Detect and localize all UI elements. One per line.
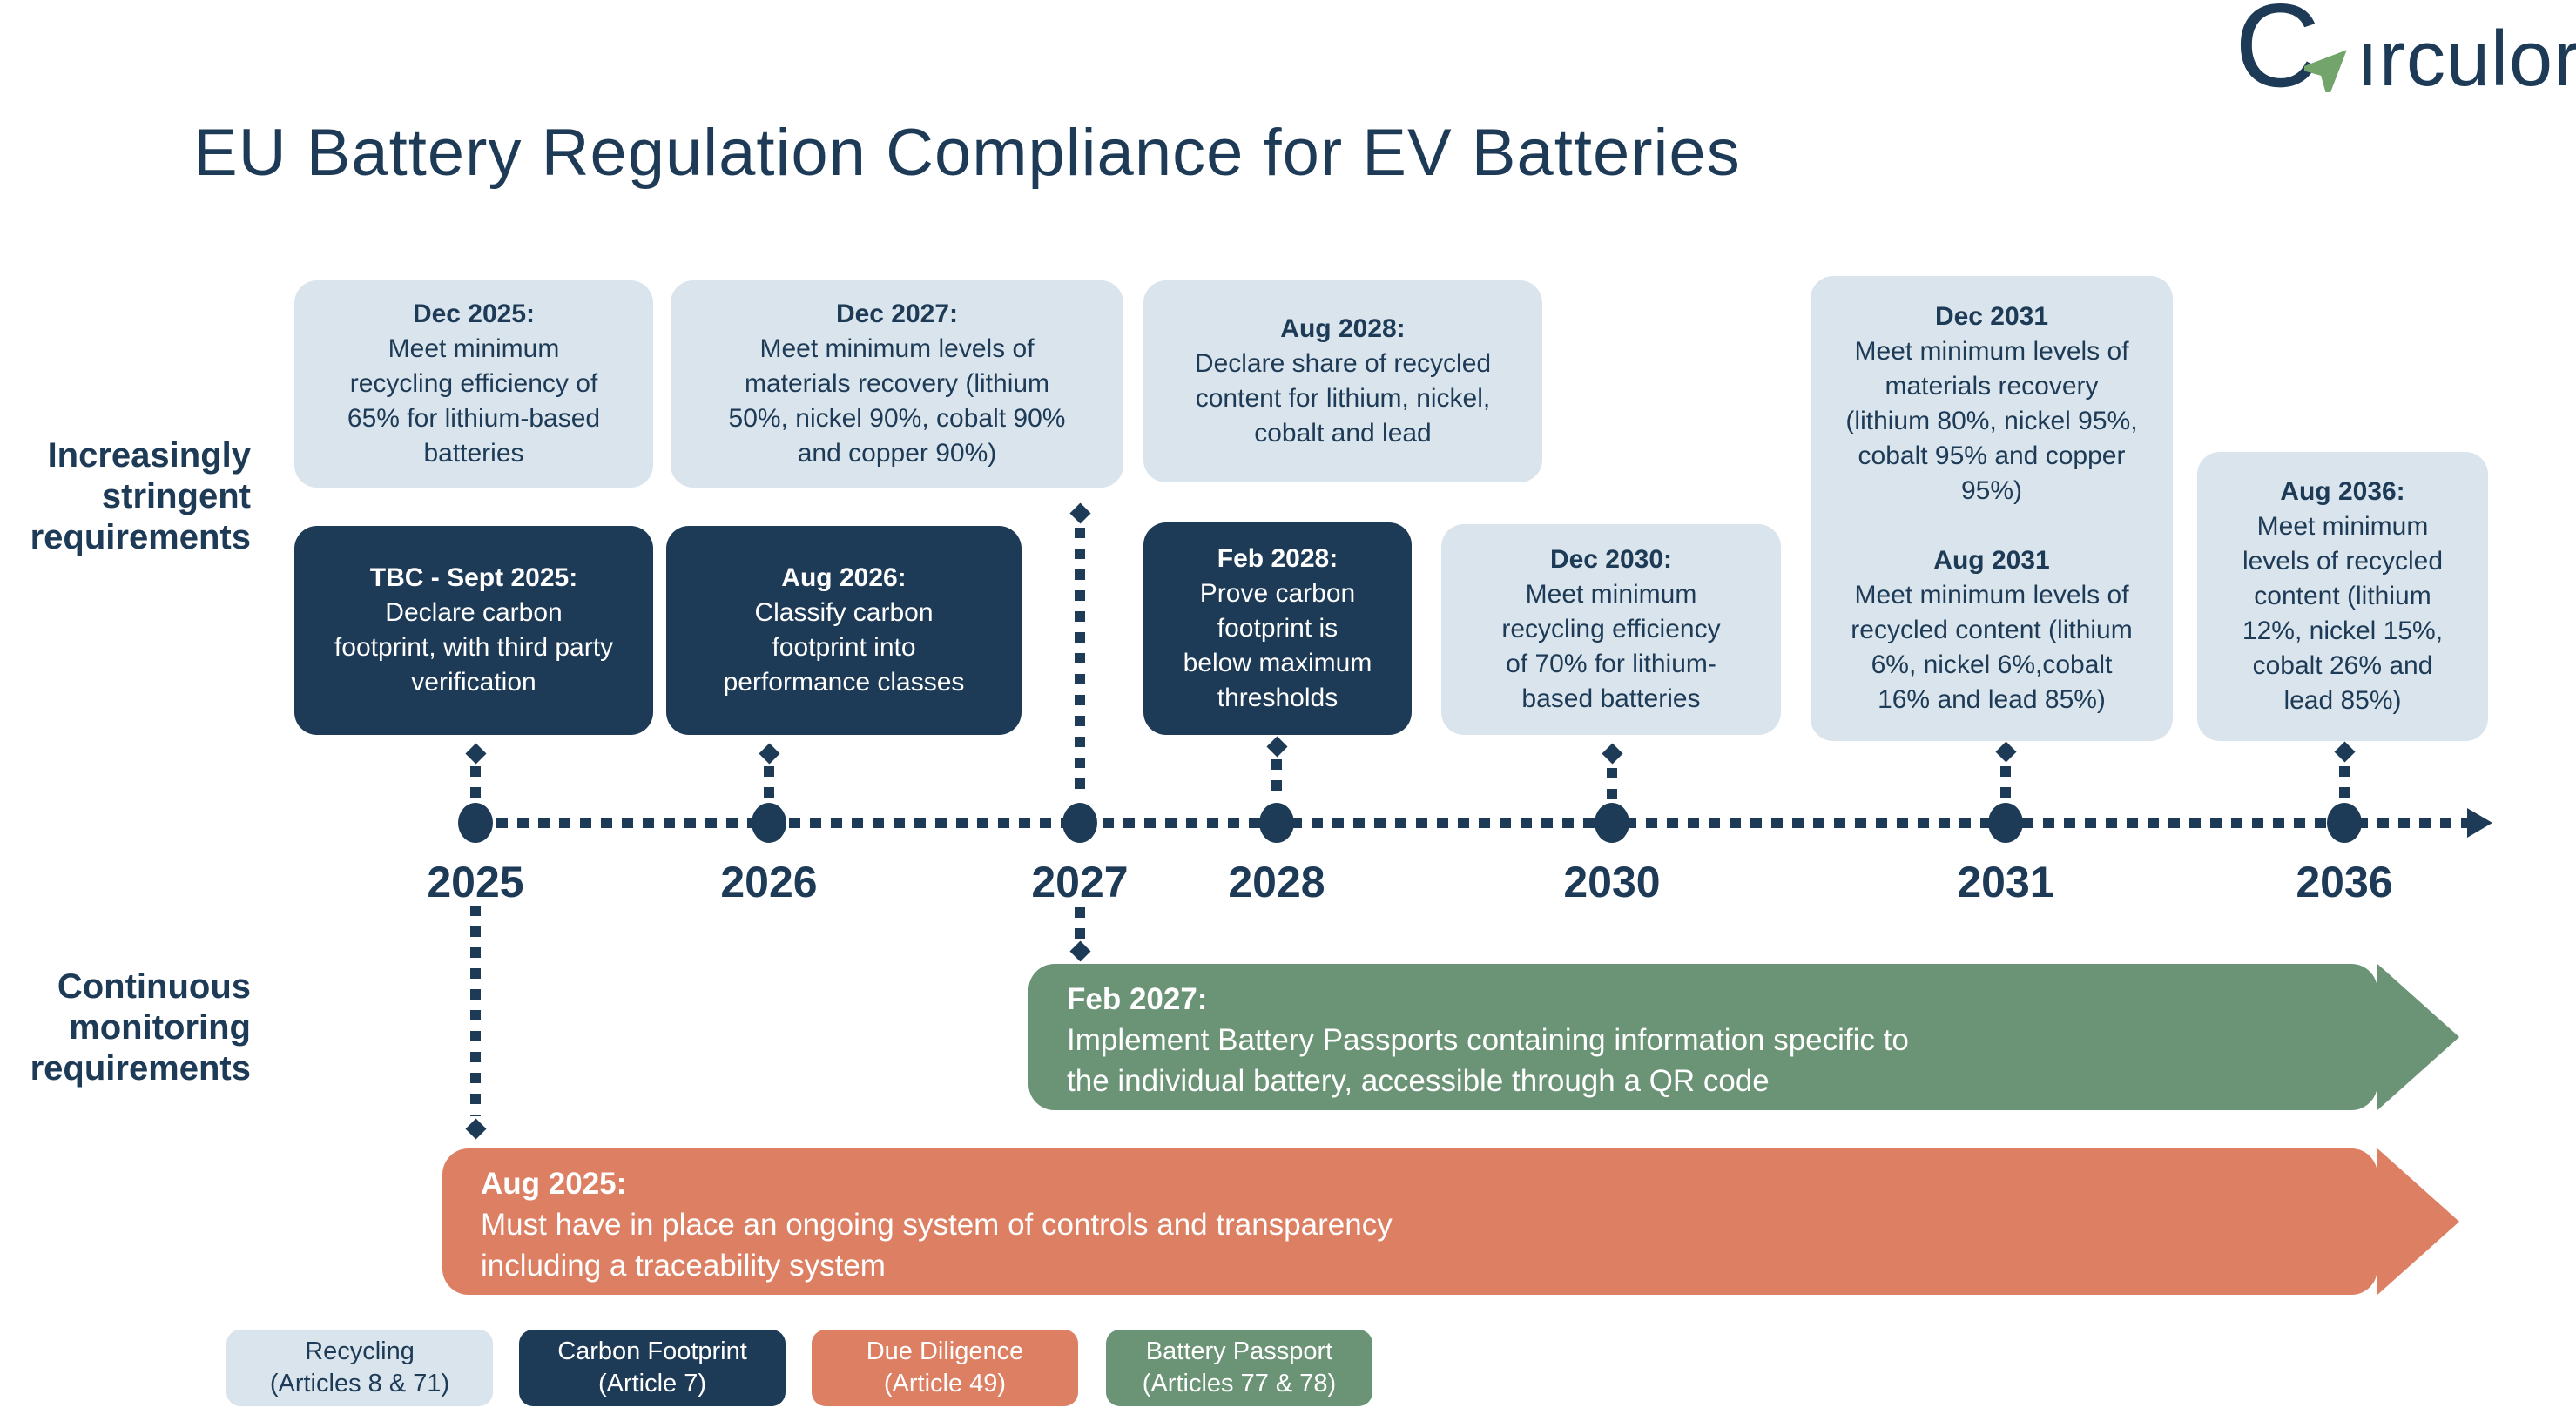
milestone-aug-2036: Aug 2036: Meet minimum levels of recycle… xyxy=(2197,452,2488,741)
milestone-body: Meet minimum levels of materials recover… xyxy=(1845,337,2138,505)
banner-body: Must have in place an ongoing system of … xyxy=(481,1208,1393,1283)
circulor-logo: C ırculor xyxy=(2235,0,2576,113)
connector-2025-down xyxy=(470,906,481,1116)
timeline-dot-2027 xyxy=(1062,803,1097,843)
connector-diamond-icon xyxy=(465,743,487,765)
connector-2036-up xyxy=(2339,766,2350,799)
year-label-2028: 2028 xyxy=(1228,858,1325,906)
year-label-2027: 2027 xyxy=(1031,858,1129,906)
timeline-axis xyxy=(475,818,2471,828)
milestone-dec-2031-aug-2031: Dec 2031 Meet minimum levels of material… xyxy=(1811,276,2173,741)
connector-2031-up xyxy=(2000,766,2011,799)
timeline-dot-2026 xyxy=(752,803,786,843)
connector-2025-up xyxy=(470,766,481,799)
milestone-date: Dec 2025: xyxy=(412,300,536,328)
connector-diamond-icon xyxy=(1069,502,1091,524)
timeline-dot-2031 xyxy=(1988,803,2023,843)
milestone-date: TBC - Sept 2025: xyxy=(369,563,578,592)
page-title: EU Battery Regulation Compliance for EV … xyxy=(193,116,1741,190)
year-label-2025: 2025 xyxy=(427,858,524,906)
connector-diamond-icon xyxy=(1995,741,2017,763)
milestone-aug-2026: Aug 2026: Classify carbon footprint into… xyxy=(666,526,1022,735)
legend-recycling: Recycling (Articles 8 & 71) xyxy=(226,1330,493,1406)
milestone-dec-2025: Dec 2025: Meet minimum recycling efficie… xyxy=(294,280,653,488)
logo-letters-rest: ırculor xyxy=(2357,16,2576,103)
milestone-date: Aug 2028: xyxy=(1280,314,1406,343)
label-continuous-monitoring-requirements: Continuous monitoring requirements xyxy=(30,967,251,1088)
milestone-date: Dec 2027: xyxy=(835,300,959,328)
milestone-body: Meet minimum levels of materials recover… xyxy=(728,334,1066,468)
label-increasingly-stringent-requirements: Increasingly stringent requirements xyxy=(30,436,251,556)
milestone-body: Meet minimum recycling efficiency of 65%… xyxy=(347,334,601,468)
banner-arrow-tip-icon xyxy=(2377,1148,2459,1295)
legend-due-diligence: Due Diligence (Article 49) xyxy=(812,1330,1078,1406)
logo-letter-c: C xyxy=(2235,0,2321,111)
year-label-2030: 2030 xyxy=(1563,858,1661,906)
year-label-2036: 2036 xyxy=(2296,858,2393,906)
milestone-date: Dec 2030: xyxy=(1549,545,1673,574)
milestone-body: Meet minimum levels of recycled content … xyxy=(2242,512,2444,715)
logo-green-arrow-icon xyxy=(2304,50,2347,92)
connector-2027-up xyxy=(1075,528,1085,799)
milestone-body: Declare carbon footprint, with third par… xyxy=(334,598,614,697)
milestone-date: Aug 2031 xyxy=(1933,546,2050,575)
connector-diamond-icon xyxy=(759,743,780,765)
milestone-date: Aug 2026: xyxy=(781,563,907,592)
connector-2028-up xyxy=(1271,759,1282,799)
connector-diamond-icon xyxy=(2334,741,2356,763)
connector-diamond-icon xyxy=(1069,940,1091,962)
milestone-date: Dec 2031 xyxy=(1934,302,2049,331)
banner-arrow-tip-icon xyxy=(2377,964,2459,1110)
milestone-dec-2027: Dec 2027: Meet minimum levels of materia… xyxy=(671,280,1123,488)
milestone-body: Meet minimum levels of recycled content … xyxy=(1851,581,2133,714)
milestone-body: Classify carbon footprint into performan… xyxy=(723,598,965,697)
milestone-feb-2028: Feb 2028: Prove carbon footprint is belo… xyxy=(1143,522,1412,735)
connector-2027-down xyxy=(1075,907,1085,940)
milestone-date: Feb 2028: xyxy=(1217,544,1339,573)
timeline-arrowhead-icon xyxy=(2467,808,2492,838)
milestone-body: Meet minimum recycling efficiency of 70%… xyxy=(1501,580,1721,713)
timeline-dot-2036 xyxy=(2327,803,2362,843)
timeline-dot-2028 xyxy=(1259,803,1294,843)
banner-body: Implement Battery Passports containing i… xyxy=(1067,1023,1909,1098)
year-label-2026: 2026 xyxy=(720,858,818,906)
year-label-2031: 2031 xyxy=(1957,858,2054,906)
connector-2030-up xyxy=(1607,768,1617,799)
timeline-dot-2030 xyxy=(1595,803,1629,843)
milestone-date: Aug 2036: xyxy=(2280,477,2405,506)
banner-date: Feb 2027: xyxy=(1067,982,1208,1016)
milestone-body: Prove carbon footprint is below maximum … xyxy=(1183,579,1372,712)
connector-diamond-icon xyxy=(1266,736,1288,758)
connector-2026-up xyxy=(764,766,774,799)
timeline-dot-2025 xyxy=(458,803,493,843)
banner-battery-passport: Feb 2027: Implement Battery Passports co… xyxy=(1028,964,2459,1110)
milestone-aug-2028: Aug 2028: Declare share of recycled cont… xyxy=(1143,280,1542,482)
legend-carbon-footprint: Carbon Footprint (Article 7) xyxy=(519,1330,786,1406)
milestone-body: Declare share of recycled content for li… xyxy=(1194,349,1492,448)
connector-diamond-icon xyxy=(465,1118,487,1140)
banner-due-diligence: Aug 2025: Must have in place an ongoing … xyxy=(442,1148,2459,1295)
banner-date: Aug 2025: xyxy=(481,1167,627,1201)
milestone-dec-2030: Dec 2030: Meet minimum recycling efficie… xyxy=(1441,524,1781,735)
milestone-tbc-sept-2025: TBC - Sept 2025: Declare carbon footprin… xyxy=(294,526,653,735)
connector-diamond-icon xyxy=(1602,743,1623,765)
legend-battery-passport: Battery Passport (Articles 77 & 78) xyxy=(1106,1330,1372,1406)
